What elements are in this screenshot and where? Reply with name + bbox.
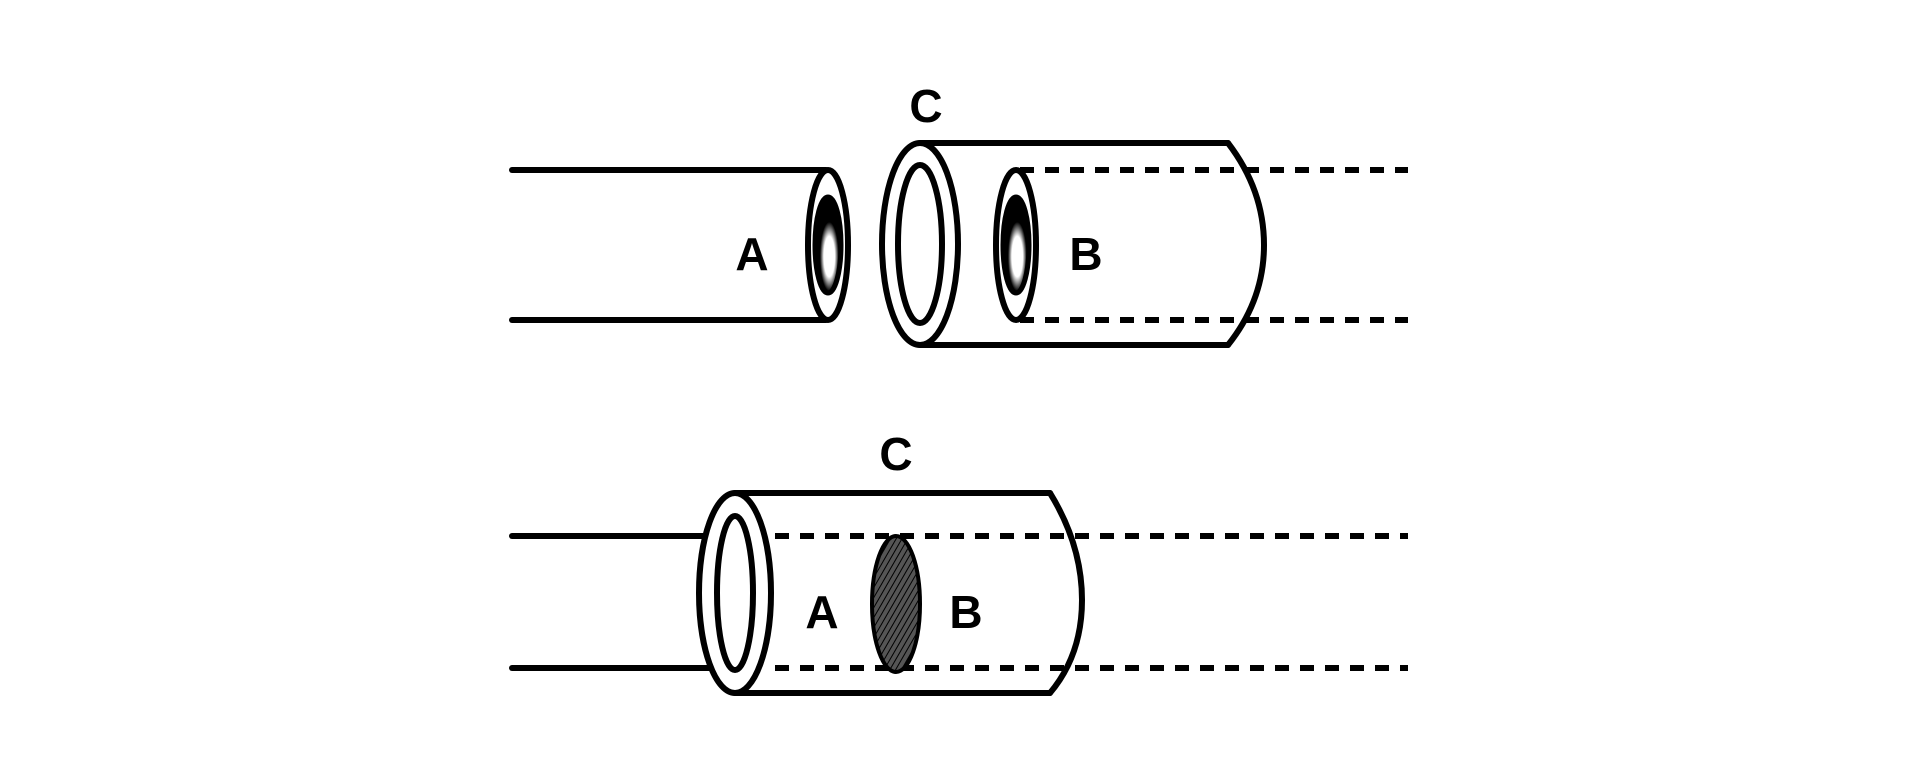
label-b-top: B [1069,228,1102,280]
bottom-assembly: A B C [509,428,1408,696]
pipe-b-top [993,167,1408,323]
top-assembly: A B C [509,80,1408,348]
hidden-pipe-edges [775,533,1408,671]
pipe-a-bottom [509,533,738,671]
coupling-c-bottom [696,490,1085,696]
label-c-top: C [909,80,942,132]
label-b-bottom: B [949,586,982,638]
pipe-a-top [509,167,851,323]
pipe-joint [870,534,922,674]
label-a-top: A [735,228,768,280]
label-c-bottom: C [879,428,912,480]
label-a-bottom: A [805,586,838,638]
